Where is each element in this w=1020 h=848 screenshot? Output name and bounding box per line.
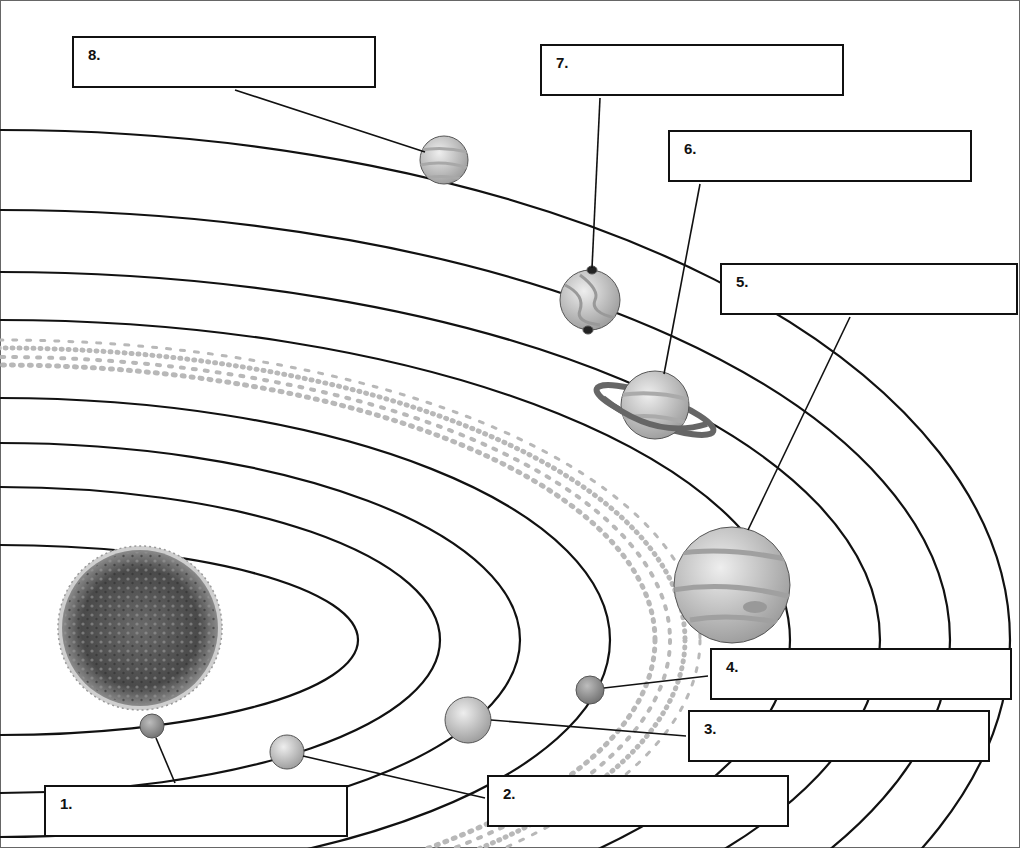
label-box: 3. xyxy=(688,710,990,762)
callout-number: 7. xyxy=(556,54,832,72)
label-box: 8. xyxy=(72,36,376,88)
label-box: 7. xyxy=(540,44,844,96)
callout-number: 8. xyxy=(88,46,364,64)
label-box: 5. xyxy=(720,263,1018,315)
callout-number: 1. xyxy=(60,795,336,813)
label-box: 4. xyxy=(710,648,1012,700)
planets xyxy=(140,136,795,769)
callout-number: 5. xyxy=(736,273,1006,291)
orbits xyxy=(0,130,1010,848)
asteroid-belt xyxy=(0,340,700,848)
label-box: 1. xyxy=(44,785,348,837)
callout-number: 3. xyxy=(704,720,978,738)
label-box: 6. xyxy=(668,130,972,182)
sun xyxy=(58,546,222,710)
callout-number: 2. xyxy=(503,785,777,803)
callout-number: 6. xyxy=(684,140,960,158)
label-box: 2. xyxy=(487,775,789,827)
callout-number: 4. xyxy=(726,658,1000,676)
